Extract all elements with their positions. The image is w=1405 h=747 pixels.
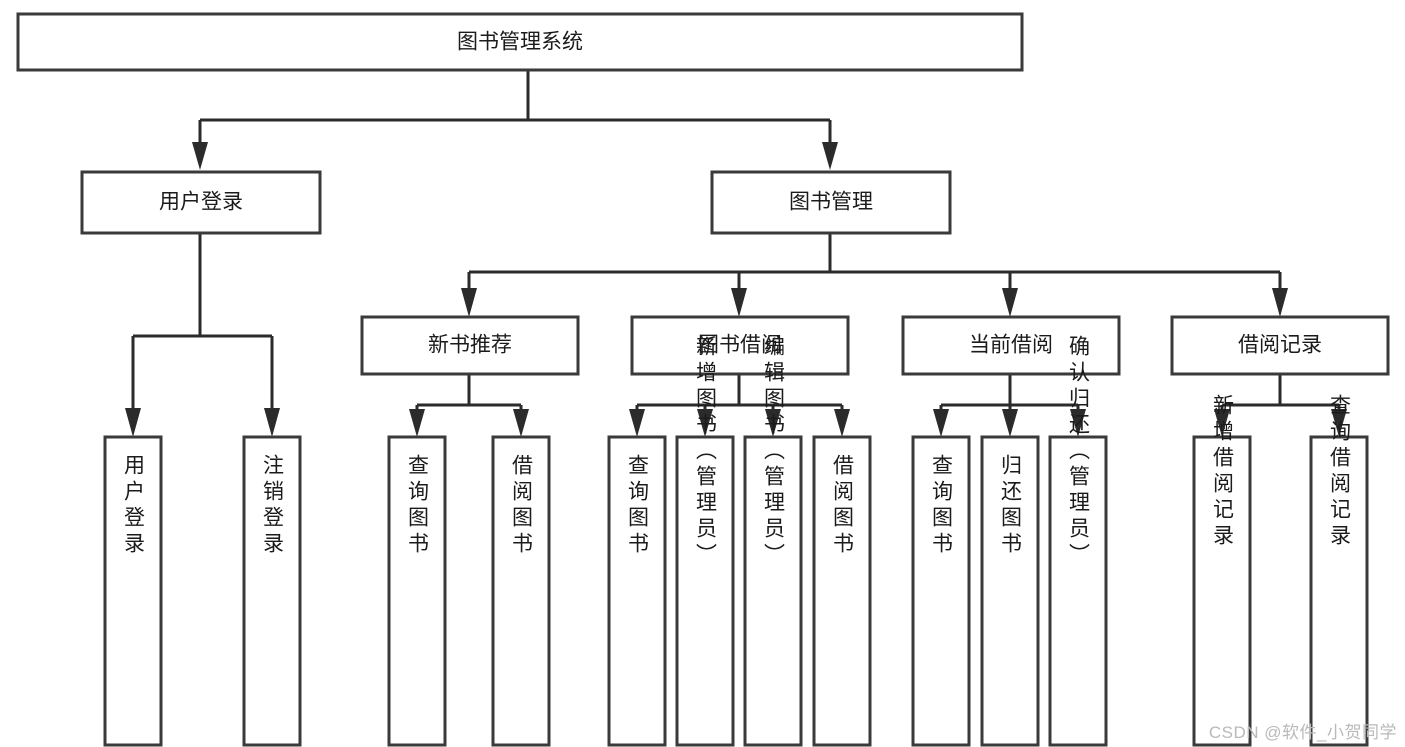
node-leaf-query-book-1-box[interactable] — [387, 435, 447, 747]
node-new-book-rec[interactable]: 新书推荐 — [360, 315, 580, 376]
node-leaf-query-book-3-box[interactable] — [911, 435, 971, 747]
node-leaf-query-book-2[interactable]: 查询图书 — [607, 435, 667, 747]
connector-layer — [125, 70, 1347, 437]
node-leaf-logout-login-label: 注销登录 — [261, 454, 285, 558]
node-current-borrow-label: 当前借阅 — [969, 334, 1053, 357]
node-leaf-edit-book-label: 编辑图书（管理员） — [762, 335, 786, 569]
node-leaf-add-record-box[interactable] — [1192, 435, 1252, 747]
node-user-login-box[interactable] — [80, 170, 322, 235]
node-leaf-query-book-3-label: 查询图书 — [930, 454, 954, 558]
node-leaf-borrow-book-2-box[interactable] — [812, 435, 872, 747]
node-book-manage-label: 图书管理 — [789, 191, 873, 214]
node-borrow-record[interactable]: 借阅记录 — [1170, 315, 1390, 376]
node-user-login[interactable]: 用户登录 — [80, 170, 322, 235]
node-leaf-user-login-box[interactable] — [103, 435, 163, 747]
node-borrow-record-label: 借阅记录 — [1238, 334, 1322, 357]
arrowhead-leaf-query-book-3-icon — [933, 409, 949, 437]
arrowhead-leaf-query-book-1-icon — [409, 409, 425, 437]
arrowhead-new-book-rec-icon — [461, 288, 477, 317]
node-leaf-confirm-return-box[interactable] — [1048, 435, 1108, 747]
node-leaf-add-record[interactable]: 新增借阅记录 — [1192, 394, 1252, 747]
node-book-borrow-box[interactable] — [630, 315, 850, 376]
node-leaf-query-book-1[interactable]: 查询图书 — [387, 435, 447, 747]
arrowhead-borrow-record-icon — [1272, 288, 1288, 317]
node-leaf-query-book-2-box[interactable] — [607, 435, 667, 747]
node-leaf-edit-book[interactable]: 编辑图书（管理员） — [743, 335, 803, 747]
arrowhead-leaf-query-book-2-icon — [629, 409, 645, 437]
node-root-box[interactable] — [16, 12, 1024, 72]
node-leaf-confirm-return[interactable]: 确认归还（管理员） — [1048, 335, 1108, 747]
node-leaf-edit-book-box[interactable] — [743, 435, 803, 747]
node-leaf-query-book-1-label: 查询图书 — [406, 454, 430, 558]
arrowhead-leaf-confirm-return-icon — [1070, 409, 1086, 437]
node-leaf-query-record-label: 查询借阅记录 — [1328, 394, 1352, 550]
node-leaf-query-record-box[interactable] — [1309, 435, 1369, 747]
node-new-book-rec-box[interactable] — [360, 315, 580, 376]
arrowhead-leaf-logout-login-icon — [264, 408, 280, 437]
node-root[interactable]: 图书管理系统 — [16, 12, 1024, 72]
node-book-manage-box[interactable] — [710, 170, 952, 235]
node-book-manage[interactable]: 图书管理 — [710, 170, 952, 235]
node-leaf-logout-login-box[interactable] — [242, 435, 302, 747]
node-leaf-query-record[interactable]: 查询借阅记录 — [1309, 394, 1369, 747]
node-leaf-query-book-2-label: 查询图书 — [626, 454, 650, 558]
node-leaf-borrow-book-2-label: 借阅图书 — [831, 454, 855, 558]
arrowhead-book-manage-icon — [822, 142, 838, 170]
node-leaf-confirm-return-label: 确认归还（管理员） — [1067, 335, 1091, 569]
arrowhead-leaf-add-record-icon — [1214, 409, 1230, 437]
node-leaf-add-record-label: 新增借阅记录 — [1211, 394, 1235, 550]
node-borrow-record-box[interactable] — [1170, 315, 1390, 376]
arrowhead-leaf-return-book-icon — [1002, 409, 1018, 437]
node-leaf-user-login-label: 用户登录 — [122, 454, 146, 558]
arrowhead-leaf-borrow-book-2-icon — [834, 409, 850, 437]
arrowhead-leaf-borrow-book-1-icon — [513, 409, 529, 437]
node-leaf-borrow-book-1-label: 借阅图书 — [510, 454, 534, 558]
node-leaf-return-book-label: 归还图书 — [999, 454, 1023, 558]
arrowhead-leaf-user-login-icon — [125, 408, 141, 437]
node-leaf-add-book-label: 新增图书（管理员） — [694, 335, 718, 569]
node-book-borrow[interactable]: 图书借阅 — [630, 315, 850, 376]
node-leaf-add-book-box[interactable] — [675, 435, 735, 747]
arrowhead-current-borrow-icon — [1002, 288, 1018, 317]
node-leaf-borrow-book-2[interactable]: 借阅图书 — [812, 435, 872, 747]
node-current-borrow[interactable]: 当前借阅 — [901, 315, 1121, 376]
node-leaf-borrow-book-1-box[interactable] — [491, 435, 551, 747]
node-leaf-query-book-3[interactable]: 查询图书 — [911, 435, 971, 747]
node-leaf-add-book[interactable]: 新增图书（管理员） — [675, 335, 735, 747]
arrowhead-book-borrow-icon — [731, 288, 747, 317]
node-user-login-label: 用户登录 — [159, 191, 243, 214]
node-root-label: 图书管理系统 — [457, 31, 583, 54]
node-book-borrow-label: 图书借阅 — [698, 334, 782, 357]
node-leaf-return-book-box[interactable] — [980, 435, 1040, 747]
node-leaf-logout-login[interactable]: 注销登录 — [242, 435, 302, 747]
arrowhead-leaf-edit-book-icon — [765, 409, 781, 437]
arrowhead-leaf-query-record-icon — [1331, 409, 1347, 437]
arrowhead-leaf-add-book-icon — [697, 409, 713, 437]
arrowhead-user-login-icon — [192, 142, 208, 170]
node-leaf-borrow-book-1[interactable]: 借阅图书 — [491, 435, 551, 747]
node-current-borrow-box[interactable] — [901, 315, 1121, 376]
node-leaf-user-login[interactable]: 用户登录 — [103, 435, 163, 747]
node-leaf-return-book[interactable]: 归还图书 — [980, 435, 1040, 747]
node-new-book-rec-label: 新书推荐 — [428, 334, 512, 357]
